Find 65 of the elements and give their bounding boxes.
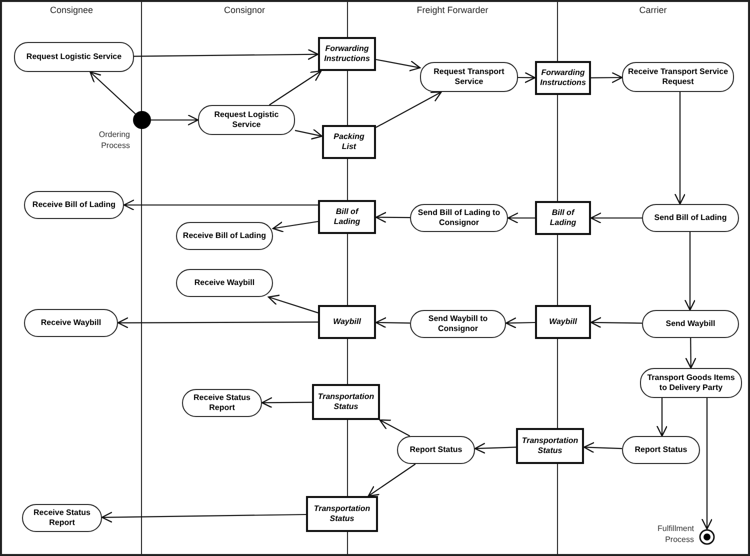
activity-box: Receive Bill of Lading: [24, 191, 124, 219]
arrow: [674, 92, 686, 205]
activity-box: Send Bill of Lading to Consignor: [410, 204, 508, 232]
lane-header: Carrier: [638, 5, 668, 15]
object-box: Transportation Status: [312, 384, 380, 420]
object-box: Transportation Status: [306, 496, 378, 532]
activity-box: Request Logistic Service: [198, 105, 295, 135]
arrow: [684, 232, 696, 311]
arrow: [117, 317, 318, 328]
lane-header: Freight Forwarder: [416, 5, 490, 15]
arrow: [294, 128, 323, 140]
activity-box: Send Bill of Lading: [642, 204, 739, 232]
activity-box: Transport Goods Items to Delivery Party: [640, 368, 742, 398]
arrow: [375, 212, 410, 223]
arrow: [375, 317, 410, 328]
activity-box: Receive Waybill: [176, 269, 273, 297]
arrow: [507, 212, 535, 224]
arrow: [269, 70, 322, 106]
arrow: [134, 48, 319, 60]
arrow: [590, 316, 642, 328]
arrow: [272, 220, 318, 232]
arrow: [583, 442, 622, 454]
activity-box: Request Transport Service: [420, 62, 518, 92]
activity-box: Report Status: [397, 436, 475, 464]
arrow: [591, 72, 623, 84]
activity-box: Send Waybill: [642, 310, 739, 338]
activity-box: Report Status: [622, 436, 700, 464]
arrow: [151, 114, 199, 126]
arrow: [261, 397, 312, 408]
activity-box: Receive Bill of Lading: [176, 222, 273, 250]
arrow: [474, 442, 516, 454]
object-box: Packing List: [322, 125, 376, 159]
node-caption: Fulfillment Process: [656, 523, 694, 546]
arrow: [505, 317, 536, 328]
object-box: Forwarding Instructions: [318, 37, 376, 71]
arrow: [123, 199, 318, 211]
arrow: [376, 58, 421, 72]
arrow: [590, 212, 642, 224]
arrow: [376, 91, 442, 128]
arrow: [685, 338, 696, 369]
activity-box: Receive Transport Service Request: [622, 62, 734, 92]
arrow: [368, 464, 416, 497]
final-node: [699, 529, 715, 545]
lane-header: Consignor: [222, 5, 266, 15]
arrow: [90, 71, 136, 114]
object-box: Bill of Lading: [535, 201, 591, 235]
lane-header: Consignee: [48, 5, 94, 15]
object-box: Waybill: [318, 305, 376, 339]
activity-box: Request Logistic Service: [14, 42, 134, 72]
object-box: Waybill: [535, 305, 591, 339]
activity-box: Send Waybill to Consignor: [410, 310, 506, 338]
activity-box: Receive Waybill: [24, 309, 118, 337]
activity-box: Receive Status Report: [182, 389, 262, 417]
arrow: [518, 72, 536, 84]
activity-box: Receive Status Report: [22, 504, 102, 532]
arrow: [656, 398, 668, 437]
arrow: [101, 512, 306, 523]
object-box: Transportation Status: [516, 428, 584, 464]
arrow: [379, 419, 410, 436]
initial-node: [133, 111, 151, 129]
node-caption: Ordering Process: [98, 129, 130, 152]
object-box: Bill of Lading: [318, 200, 376, 234]
arrow: [268, 294, 318, 314]
arrow: [701, 398, 713, 530]
object-box: Forwarding Instructions: [535, 61, 591, 95]
